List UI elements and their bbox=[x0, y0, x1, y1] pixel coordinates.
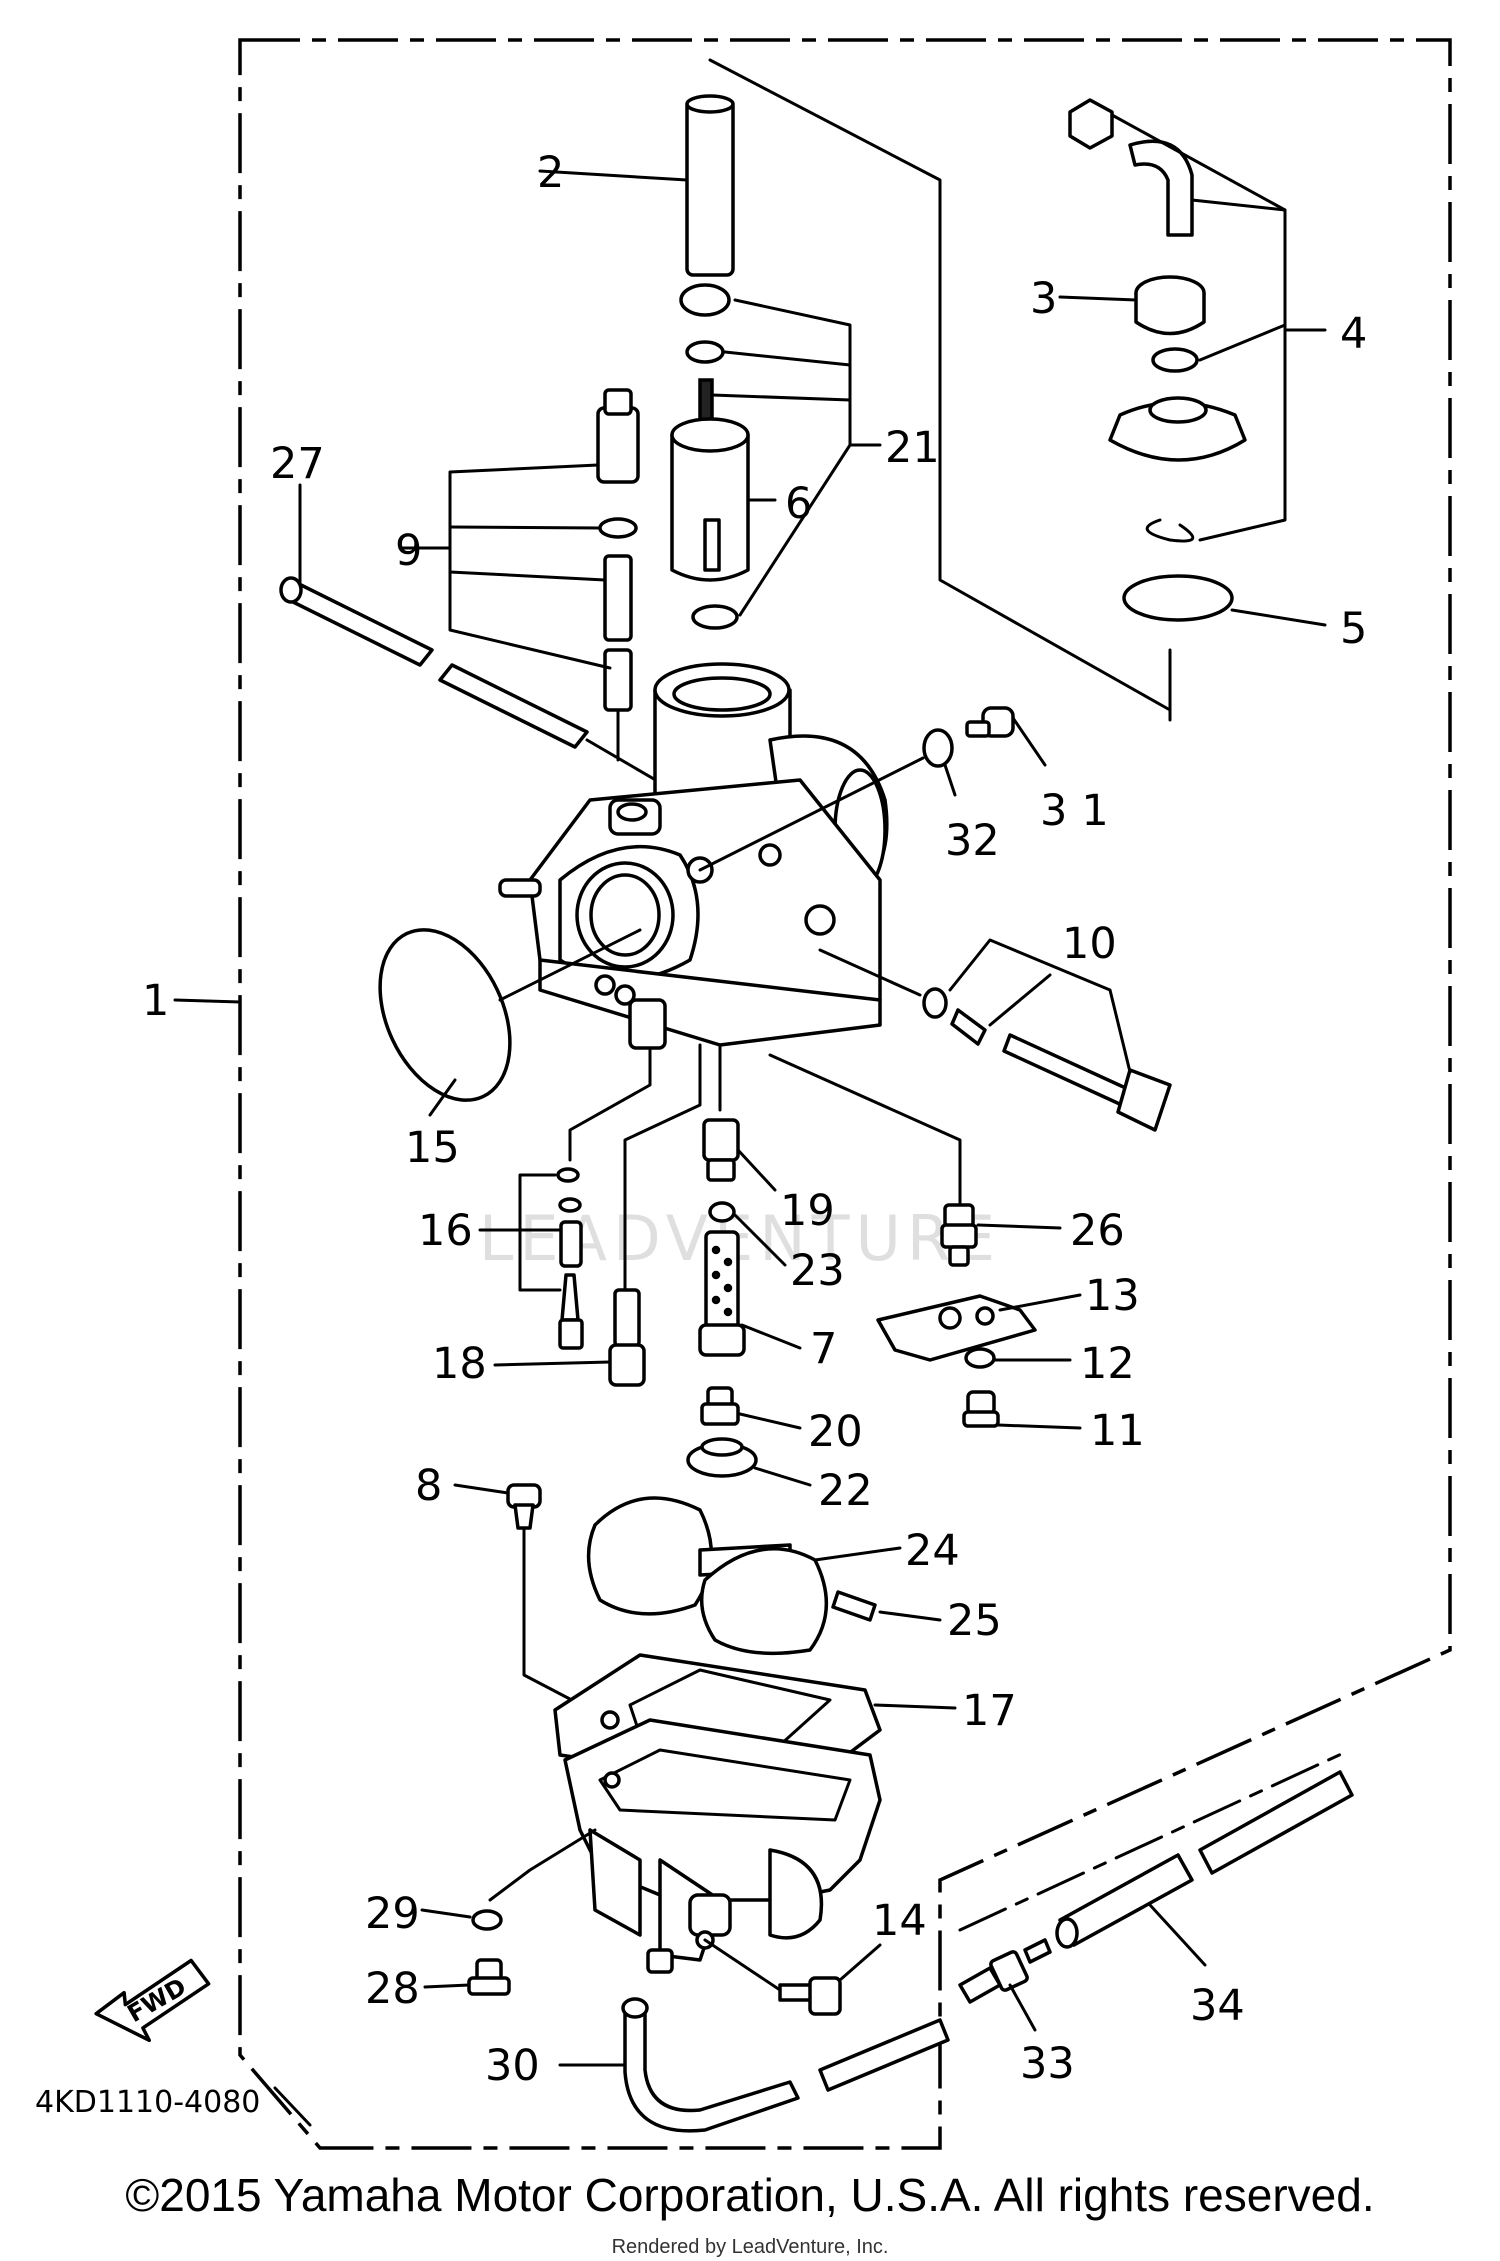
rendered-by-credit: Rendered by LeadVenture, Inc. bbox=[611, 2236, 889, 2258]
label-part-14: 14 bbox=[872, 1896, 927, 1946]
part-2-tube bbox=[538, 94, 735, 277]
label-part-5: 5 bbox=[1340, 604, 1367, 654]
part-33-fitting bbox=[958, 1938, 1052, 2032]
part-25-pin bbox=[831, 1590, 942, 1622]
label-part-22: 22 bbox=[818, 1466, 873, 1516]
label-part-8: 8 bbox=[415, 1461, 442, 1511]
part-5-gasket bbox=[1122, 574, 1234, 622]
label-part-26: 26 bbox=[1070, 1206, 1125, 1256]
part-28-screw bbox=[423, 1958, 511, 1996]
part-20-main-jet bbox=[700, 1386, 802, 1430]
part-9-screw-set bbox=[596, 388, 640, 762]
label-part-4: 4 bbox=[1340, 309, 1367, 359]
part-14-drain-screw bbox=[703, 1938, 882, 2016]
label-part-29: 29 bbox=[365, 1889, 420, 1939]
label-part-30: 30 bbox=[485, 2041, 540, 2091]
part-29-washer bbox=[420, 1908, 503, 1931]
label-part-17: 17 bbox=[962, 1686, 1017, 1736]
label-part-6: 6 bbox=[785, 479, 812, 529]
label-part-1: 1 bbox=[142, 976, 169, 1026]
part-4-cable-adjuster-set bbox=[1068, 98, 1247, 543]
part-11-screw bbox=[962, 1390, 1082, 1430]
part-21-washer bbox=[691, 604, 739, 630]
float-chamber bbox=[563, 1718, 882, 1974]
part-15-o-ring bbox=[378, 928, 642, 1117]
part-1-carburetor-body bbox=[498, 662, 889, 1050]
part-number-labels: 1 2 3 4 5 6 7 8 9 10 11 12 13 14 15 16 1… bbox=[142, 148, 1367, 2091]
label-part-19: 19 bbox=[780, 1186, 835, 1236]
fwd-arrow: FWD bbox=[94, 1958, 211, 2043]
label-part-16: 16 bbox=[418, 1206, 473, 1256]
part-34-hose bbox=[1055, 1770, 1354, 1967]
label-part-23: 23 bbox=[790, 1246, 845, 1296]
part-27-vent-hose bbox=[279, 576, 589, 749]
label-part-10: 10 bbox=[1062, 919, 1117, 969]
label-part-7: 7 bbox=[810, 1324, 837, 1374]
drawing-code: 4KD1110-4080 bbox=[35, 2085, 312, 2127]
part-18-pilot-jet bbox=[493, 1288, 646, 1387]
part-31-screw bbox=[965, 706, 1047, 767]
part-12-washer bbox=[964, 1347, 1072, 1369]
label-part-15: 15 bbox=[405, 1123, 460, 1173]
part-30-drain-hose bbox=[558, 1997, 950, 2133]
label-part-33: 33 bbox=[1020, 2039, 1075, 2089]
label-part-2: 2 bbox=[537, 148, 564, 198]
part-23-o-ring bbox=[708, 1201, 736, 1223]
part-24-float bbox=[586, 1496, 902, 1656]
label-part-3: 3 bbox=[1030, 274, 1057, 324]
part-32-washer bbox=[922, 728, 957, 797]
watermark: LEADVENTURE bbox=[479, 1202, 1001, 1275]
part-8-screw bbox=[453, 1483, 542, 1530]
label-part-9: 9 bbox=[395, 526, 422, 576]
part-13-gasket bbox=[876, 1293, 1082, 1362]
label-part-34: 34 bbox=[1190, 1981, 1245, 2031]
label-part-31: 31 bbox=[1040, 786, 1123, 836]
part-26-starter-jet bbox=[940, 1203, 1062, 1267]
label-part-21: 21 bbox=[885, 423, 940, 473]
label-part-27: 27 bbox=[270, 439, 325, 489]
part-7-needle-jet bbox=[698, 1230, 802, 1357]
label-part-28: 28 bbox=[365, 1964, 420, 2014]
label-part-18: 18 bbox=[432, 1339, 487, 1389]
label-part-12: 12 bbox=[1080, 1339, 1135, 1389]
svg-text:4KD1110-4080: 4KD1110-4080 bbox=[35, 2085, 260, 2120]
svg-text:LEADVENTURE: LEADVENTURE bbox=[479, 1202, 1001, 1275]
assembly-boundary bbox=[238, 38, 1452, 2150]
label-part-13: 13 bbox=[1085, 1271, 1140, 1321]
part-6-throttle-valve bbox=[670, 417, 750, 582]
label-part-20: 20 bbox=[808, 1407, 863, 1457]
label-part-25: 25 bbox=[947, 1596, 1002, 1646]
part-19-needle-jet-holder bbox=[702, 1118, 777, 1192]
label-part-32: 32 bbox=[945, 816, 1000, 866]
copyright-notice: ©2015 Yamaha Motor Corporation, U.S.A. A… bbox=[125, 2169, 1375, 2221]
part-21-clip-set bbox=[679, 283, 731, 442]
label-part-24: 24 bbox=[905, 1526, 960, 1576]
part-16-needle-set bbox=[556, 1167, 584, 1350]
part-22-washer bbox=[686, 1437, 812, 1487]
label-part-11: 11 bbox=[1090, 1406, 1145, 1456]
part-10-throttle-stop-screw bbox=[818, 948, 1172, 1132]
